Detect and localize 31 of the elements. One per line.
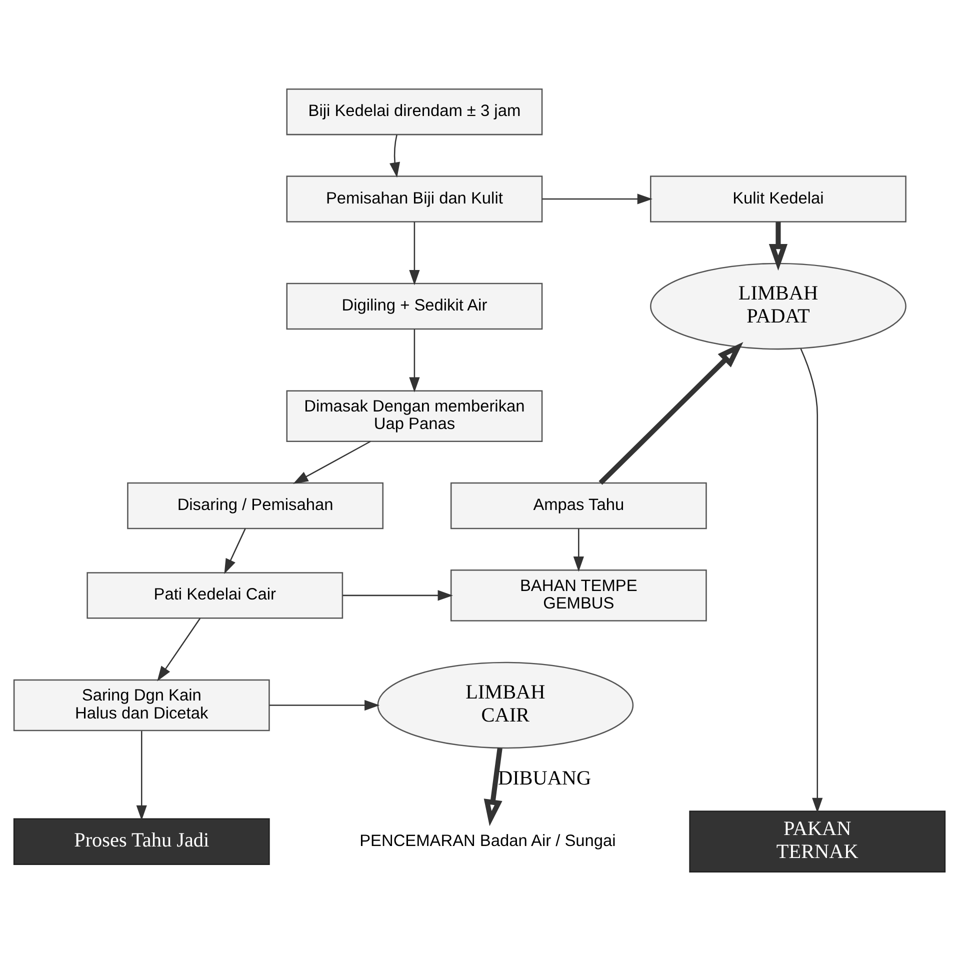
node-box: BAHAN TEMPE GEMBUS (450, 570, 706, 622)
arrow (224, 528, 246, 574)
arrow (269, 700, 380, 711)
node-text: PENCEMARAN Badan Air / Sungai (359, 832, 616, 850)
arrow (483, 748, 502, 826)
node-box: Proses Tahu Jadi (12, 818, 270, 865)
arrow (389, 134, 400, 178)
node-box: PAKAN TERNAK (688, 810, 946, 873)
node-box: Dimasak Dengan memberikan Uap Panas (286, 390, 542, 442)
arrow (768, 222, 788, 271)
node-box: Disaring / Pemisahan (126, 482, 383, 530)
node-box: Pati Kedelai Cair (86, 572, 343, 619)
arrow (136, 731, 146, 820)
arrow (156, 618, 200, 682)
arrow (408, 222, 420, 286)
arrow (342, 590, 452, 601)
node-box: Pemisahan Biji dan Kulit (286, 176, 542, 222)
node-ellipse: LIMBAH CAIR (376, 662, 634, 749)
arrow (800, 348, 822, 813)
node-box: Saring Dgn Kain Halus dan Dicetak (12, 679, 270, 732)
arrow (572, 528, 584, 572)
node-box: Ampas Tahu (450, 482, 706, 530)
node-ellipse: LIMBAH PADAT (650, 262, 906, 350)
arrow (542, 194, 652, 204)
node-box: Biji Kedelai direndam ± 3 jam (286, 88, 542, 136)
node-box: Kulit Kedelai (650, 176, 906, 222)
arrow (408, 329, 420, 392)
arrow (292, 440, 370, 484)
node-box: Digiling + Sedikit Air (286, 282, 542, 330)
edge-label: DIBUANG (498, 768, 591, 790)
arrow (598, 342, 743, 485)
